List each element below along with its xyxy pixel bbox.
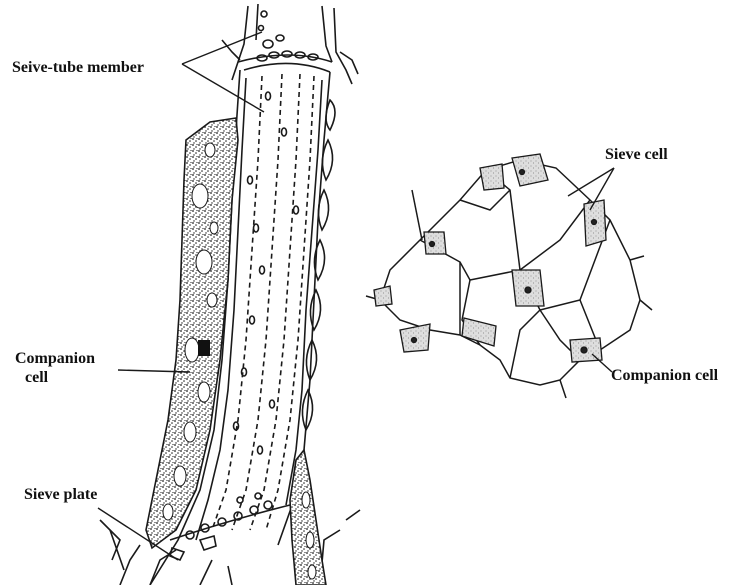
label-sieve-plate: Sieve plate — [24, 486, 97, 504]
sieve-tube-longitudinal — [100, 4, 360, 585]
label-companion-cell-line2: cell — [25, 369, 48, 387]
label-sieve-cell: Sieve cell — [605, 146, 668, 164]
companion-cells-cross-section — [374, 154, 606, 362]
label-companion-cell-right: Companion cell — [611, 367, 718, 385]
sieve-cell-cross-section — [366, 160, 652, 398]
label-sieve-tube-member: Seive-tube member — [12, 59, 144, 77]
label-companion-cell-line1: Companion — [15, 350, 95, 368]
companion-cell-lower-right — [290, 450, 326, 585]
